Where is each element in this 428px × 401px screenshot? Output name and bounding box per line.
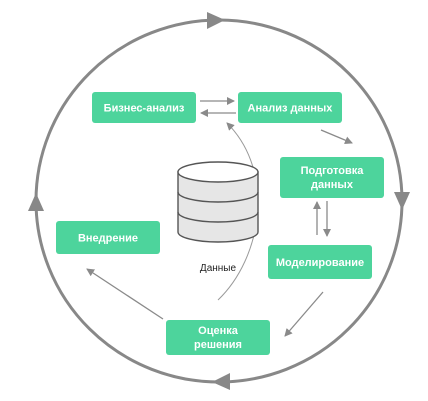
arrow-evaluation-to-deployment [86, 268, 164, 320]
arrow-modeling-to-evaluation [284, 291, 324, 337]
node-evaluation-label-line2: решения [194, 339, 242, 351]
ring-arrowhead-right-icon [394, 192, 410, 210]
node-deployment-label: Внедрение [78, 233, 138, 245]
node-evaluation: Оценка решения [166, 320, 270, 355]
node-business-analysis-label: Бизнес-анализ [104, 103, 185, 115]
arrow-data-analysis-to-preparation [320, 129, 353, 144]
ring-arrowhead-top-icon [207, 12, 225, 29]
node-business-analysis: Бизнес-анализ [92, 92, 196, 123]
ring-arrowhead-left-icon [28, 193, 44, 211]
node-data-preparation-label-line1: Подготовка [301, 165, 365, 177]
database-cylinder-icon [177, 161, 259, 243]
node-data-analysis-label: Анализ данных [248, 103, 334, 115]
node-modeling-label: Моделирование [276, 257, 364, 269]
node-data-preparation-label-line2: данных [311, 179, 354, 191]
node-modeling: Моделирование [268, 245, 372, 279]
node-evaluation-label-line1: Оценка [198, 325, 239, 337]
node-deployment: Внедрение [56, 221, 160, 254]
database-label: Данные [200, 263, 237, 274]
ring-arrowhead-bottom-icon [212, 373, 230, 390]
node-data-analysis: Анализ данных [238, 92, 342, 123]
node-data-preparation: Подготовка данных [280, 157, 384, 198]
